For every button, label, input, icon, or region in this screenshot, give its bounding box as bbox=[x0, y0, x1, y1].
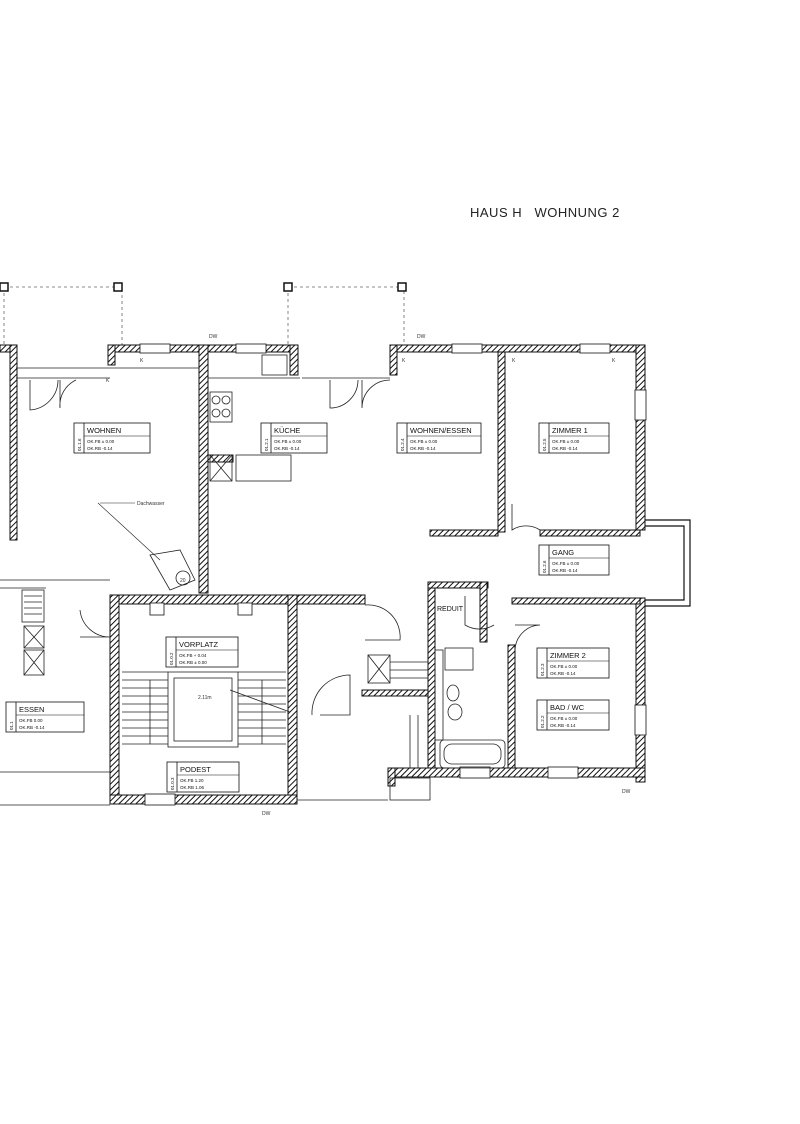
okfb-level: OK.FB ± 0.00 bbox=[87, 439, 115, 444]
room-name: ZIMMER 2 bbox=[550, 651, 586, 660]
room-label-frame bbox=[536, 699, 610, 731]
room-code: 01.2.1 bbox=[264, 438, 269, 451]
k-tag: K bbox=[402, 358, 406, 364]
room-lines bbox=[0, 367, 431, 806]
room-name: ESSEN bbox=[19, 705, 44, 714]
plan-title: HAUS H WOHNUNG 2 bbox=[470, 205, 620, 220]
room-code: 01.1.6 bbox=[77, 438, 82, 451]
room-label-frame bbox=[396, 422, 482, 454]
dw-tag: DW bbox=[262, 811, 271, 817]
okrb-level: OK.RB -0.14 bbox=[87, 446, 113, 451]
left-elements bbox=[21, 502, 428, 684]
room-name: BAD / WC bbox=[550, 703, 585, 712]
door-swings bbox=[29, 379, 541, 716]
room-label-frame bbox=[536, 647, 610, 679]
dw-tag: DW bbox=[622, 789, 631, 795]
okfb-level: OK.FB ± 0.00 bbox=[274, 439, 302, 444]
room-name: WOHNEN bbox=[87, 426, 121, 435]
house-label: HAUS H bbox=[470, 205, 523, 220]
okrb-level: OK.RB -0.14 bbox=[19, 725, 45, 730]
okrb-level: OK.RB -0.14 bbox=[274, 446, 300, 451]
okrb-level: OK.RB 1.06 bbox=[180, 785, 205, 790]
okfb-level: OK.FB 1.20 bbox=[180, 778, 204, 783]
room-name: WOHNEN/ESSEN bbox=[410, 426, 472, 435]
stair-number-label: 20 bbox=[180, 578, 186, 584]
room-name: KÜCHE bbox=[274, 426, 300, 435]
room-label-frame bbox=[260, 422, 328, 454]
walls bbox=[0, 344, 646, 805]
gang-bay bbox=[645, 519, 691, 607]
room-code: 01.1 bbox=[9, 721, 14, 730]
room-code: 01.2.6 bbox=[542, 560, 547, 573]
okrb-level: OK.RB -0.14 bbox=[410, 446, 436, 451]
balcony-outlines bbox=[3, 286, 405, 345]
okfb-level: OK.FB 0.00 bbox=[19, 718, 43, 723]
balcony-posts bbox=[0, 282, 407, 292]
k-tag: K bbox=[106, 378, 110, 384]
okrb-level: OK.RB ± 0.00 bbox=[179, 660, 207, 665]
room-label-frame bbox=[5, 701, 85, 733]
room-name: PODEST bbox=[180, 765, 211, 774]
bathroom-fixtures bbox=[434, 647, 506, 769]
k-tag: K bbox=[140, 358, 144, 364]
okrb-level: OK.RB -0.14 bbox=[552, 568, 578, 573]
k-tag: K bbox=[512, 358, 516, 364]
okfb-level: OK.FB ± 0.00 bbox=[550, 716, 578, 721]
okrb-level: OK.RB -0.14 bbox=[550, 671, 576, 676]
room-label-frame bbox=[166, 761, 240, 793]
k-tag: K bbox=[612, 358, 616, 364]
room-name: GANG bbox=[552, 548, 574, 557]
room-label-frame bbox=[538, 422, 610, 454]
okfb-level: OK.FB ± 0.00 bbox=[550, 664, 578, 669]
room-code: 01.0.3 bbox=[170, 777, 175, 790]
room-label-frame bbox=[165, 636, 239, 668]
room-name: ZIMMER 1 bbox=[552, 426, 588, 435]
room-code: 01.2.4 bbox=[400, 438, 405, 451]
okfb-level: OK.FB ± 0.00 bbox=[410, 439, 438, 444]
room-label-frame bbox=[73, 422, 151, 454]
okrb-level: OK.RB -0.14 bbox=[550, 723, 576, 728]
stair-well-label: 2.11m bbox=[198, 695, 212, 701]
okfb-level: OK.FB ± 0.00 bbox=[552, 439, 580, 444]
room-code: 01.2.2 bbox=[540, 715, 545, 728]
callout-text: Dachwasser bbox=[137, 501, 165, 507]
windows bbox=[139, 343, 647, 806]
room-code: 01.2.5 bbox=[542, 438, 547, 451]
okfb-level: OK.FB + 0.04 bbox=[179, 653, 207, 658]
room-name: VORPLATZ bbox=[179, 640, 218, 649]
okfb-level: OK.FB ± 0.00 bbox=[552, 561, 580, 566]
reduit-label: REDUIT bbox=[437, 606, 464, 613]
room-code: 01.0.2 bbox=[169, 652, 174, 665]
dw-tag: DW bbox=[209, 334, 218, 340]
unit-label: WOHNUNG 2 bbox=[534, 205, 620, 220]
room-code: 01.2.3 bbox=[540, 663, 545, 676]
okrb-level: OK.RB -0.14 bbox=[552, 446, 578, 451]
dw-tag: DW bbox=[417, 334, 426, 340]
stair bbox=[122, 671, 291, 748]
room-label-frame bbox=[538, 544, 610, 576]
kitchen-fixtures bbox=[209, 354, 292, 482]
markers: Dachwasser 2.11m 20 DW DW DW DW K K K K … bbox=[106, 334, 631, 817]
